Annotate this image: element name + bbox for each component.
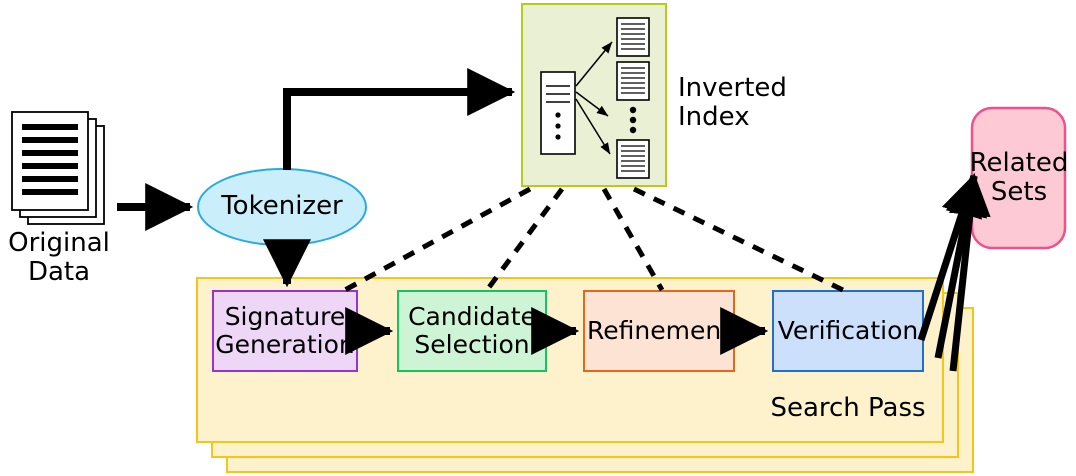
signature-generation-node: [212, 290, 358, 372]
related-sets-node: [970, 106, 1067, 250]
flow-arrows: [117, 68, 769, 355]
dashed-link-verification: [632, 186, 845, 293]
index-posting-doc-bottom-icon: [616, 139, 650, 179]
index-internal-arrows: [575, 41, 613, 155]
original-data-document-stack-icon: [11, 111, 105, 225]
arrow-pass3-to-related: [948, 173, 991, 372]
arrow-tokenizer-to-index: [283, 68, 516, 170]
dashed-link-refinement: [601, 187, 665, 292]
searchpass-to-related-arrows: [917, 173, 991, 372]
dashed-link-signature: [343, 186, 532, 293]
inverted-index-panel: [521, 3, 667, 187]
index-posting-doc-top-icon: [616, 17, 650, 57]
index-term-list-icon: [540, 71, 576, 155]
candidate-selection-node: [397, 290, 547, 372]
index-to-stage-dashed-links: [343, 186, 845, 293]
index-ellipsis-icon: [629, 106, 637, 134]
refinement-node: [583, 290, 735, 372]
index-posting-doc-middle-icon: [616, 61, 650, 101]
verification-node: [772, 290, 924, 372]
dashed-link-candidate: [484, 187, 565, 292]
tokenizer-node: [197, 168, 367, 246]
